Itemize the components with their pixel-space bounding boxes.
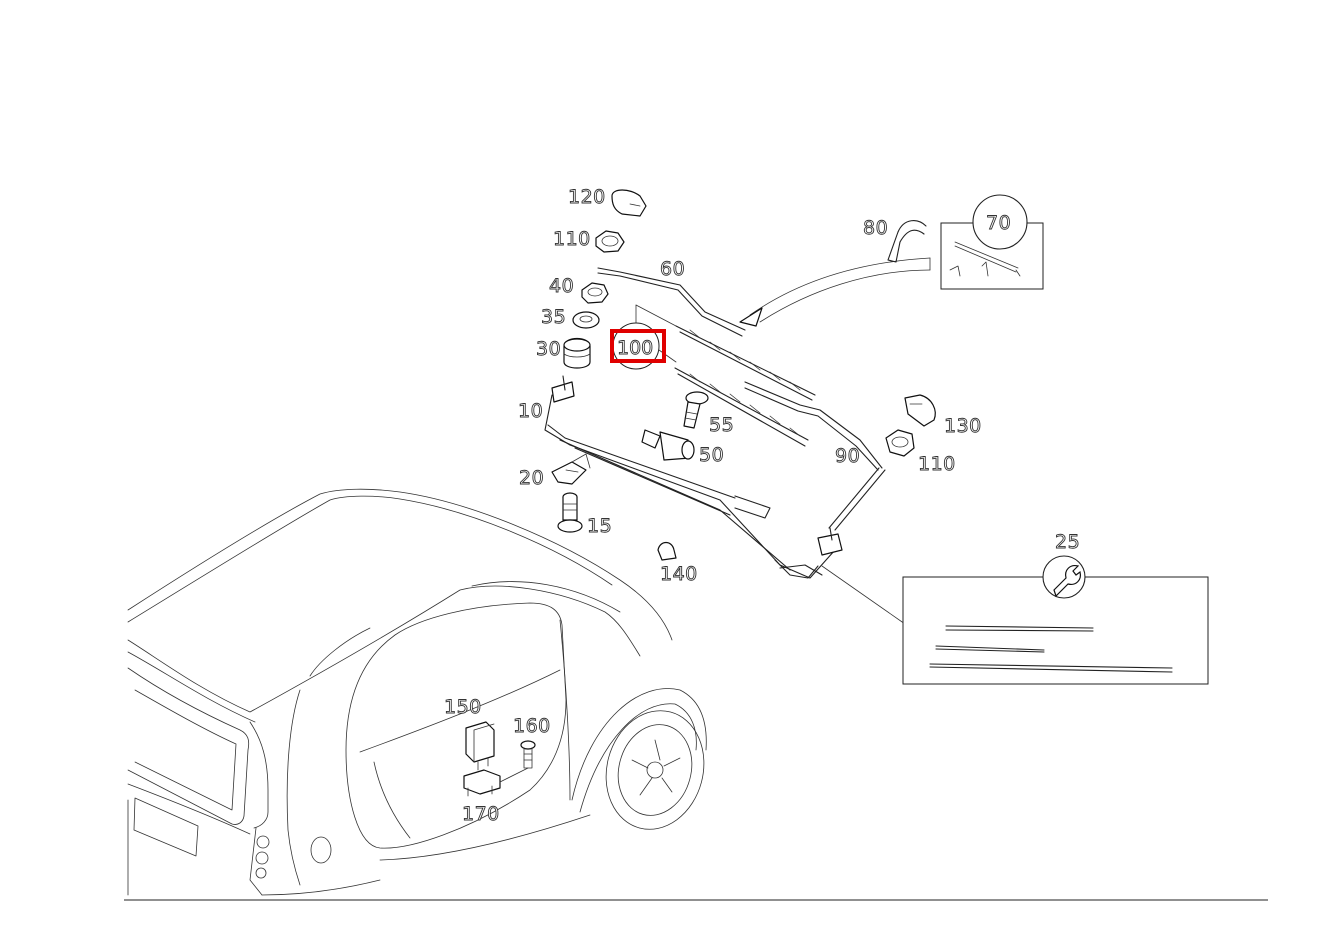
wiper-blades — [597, 267, 883, 471]
highlighted-part-100[interactable]: 100 — [610, 322, 677, 370]
label-60: 60 — [660, 258, 685, 280]
part-55-bolt — [683, 391, 709, 429]
part-50-bushing — [641, 429, 695, 461]
detail-box-70 — [940, 194, 1044, 290]
label-15: 15 — [587, 515, 612, 537]
part-130-cap — [904, 394, 936, 427]
part-80-hose — [887, 220, 927, 263]
label-140: 140 — [660, 563, 698, 585]
label-10: 10 — [518, 400, 543, 422]
label-110-right: 110 — [918, 453, 956, 475]
label-120: 120 — [568, 186, 606, 208]
part-110-nut-top — [595, 230, 625, 253]
callout-labels: 120 110 40 35 30 10 60 80 70 55 50 90 13… — [444, 186, 1081, 826]
wrench-icon — [1053, 565, 1081, 598]
label-50: 50 — [699, 444, 724, 466]
detail-box-25 — [902, 555, 1209, 685]
label-110-top: 110 — [553, 228, 591, 250]
label-55: 55 — [709, 414, 734, 436]
part-35-washer — [572, 311, 600, 329]
part-170-socket — [463, 767, 529, 797]
part-40-nut — [581, 282, 609, 304]
arrow-from-box-70 — [739, 257, 931, 327]
label-70: 70 — [986, 212, 1011, 234]
label-25: 25 — [1055, 531, 1080, 553]
part-160-screw — [520, 740, 536, 769]
label-80: 80 — [863, 217, 888, 239]
label-40: 40 — [549, 275, 574, 297]
part-140-clip — [657, 541, 677, 561]
label-20: 20 — [519, 467, 544, 489]
label-100[interactable]: 100 — [617, 337, 654, 360]
part-150-relay — [465, 721, 495, 771]
part-120 — [611, 189, 647, 217]
label-150: 150 — [444, 696, 482, 718]
vehicle-outline — [127, 488, 707, 896]
part-15-bolt — [557, 492, 583, 533]
wiper-linkage — [544, 375, 906, 625]
label-160: 160 — [513, 715, 551, 737]
part-30-grommet — [563, 337, 591, 369]
part-110-nut-right — [885, 429, 915, 457]
label-130: 130 — [944, 415, 982, 437]
label-90: 90 — [835, 445, 860, 467]
label-170: 170 — [462, 803, 500, 825]
label-35: 35 — [541, 306, 566, 328]
part-20-bracket — [551, 453, 591, 485]
label-30: 30 — [536, 338, 561, 360]
